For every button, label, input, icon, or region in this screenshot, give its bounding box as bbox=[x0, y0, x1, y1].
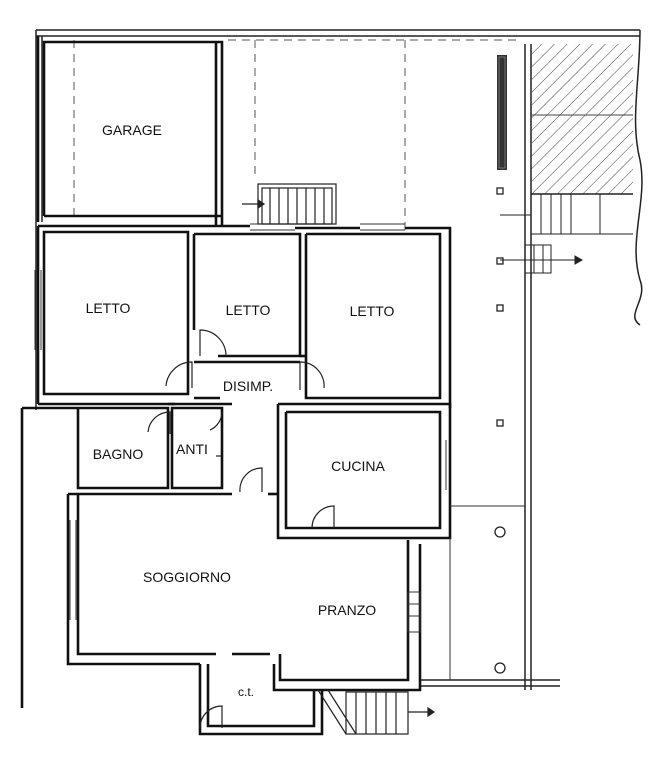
side-steps bbox=[500, 193, 584, 274]
room-label-letto-right: LETTO bbox=[350, 303, 395, 319]
overhang-dashes bbox=[73, 39, 520, 230]
hatched-roof-area bbox=[531, 44, 633, 235]
windows bbox=[34, 223, 447, 633]
room-label-garage: GARAGE bbox=[102, 122, 162, 138]
room-label-anti: ANTI bbox=[176, 441, 208, 457]
room-label-letto-left: LETTO bbox=[86, 300, 131, 316]
room-label-centrale-termica: c.t. bbox=[238, 685, 254, 699]
room-label-pranzo: PRANZO bbox=[318, 602, 376, 618]
posts bbox=[494, 187, 506, 674]
door-swings bbox=[147, 329, 335, 729]
entrance-stairs-top bbox=[242, 183, 337, 225]
room-label-bagno: BAGNO bbox=[93, 446, 144, 462]
room-label-soggiorno: SOGGIORNO bbox=[143, 569, 231, 585]
walls bbox=[20, 36, 452, 736]
terrace-outline bbox=[449, 505, 525, 680]
room-label-letto-center: LETTO bbox=[226, 302, 271, 318]
vent-grille bbox=[497, 55, 507, 170]
entrance-stairs-bottom bbox=[317, 689, 436, 735]
room-label-cucina: CUCINA bbox=[331, 458, 385, 474]
room-label-disimpegno: DISIMP. bbox=[223, 378, 273, 394]
